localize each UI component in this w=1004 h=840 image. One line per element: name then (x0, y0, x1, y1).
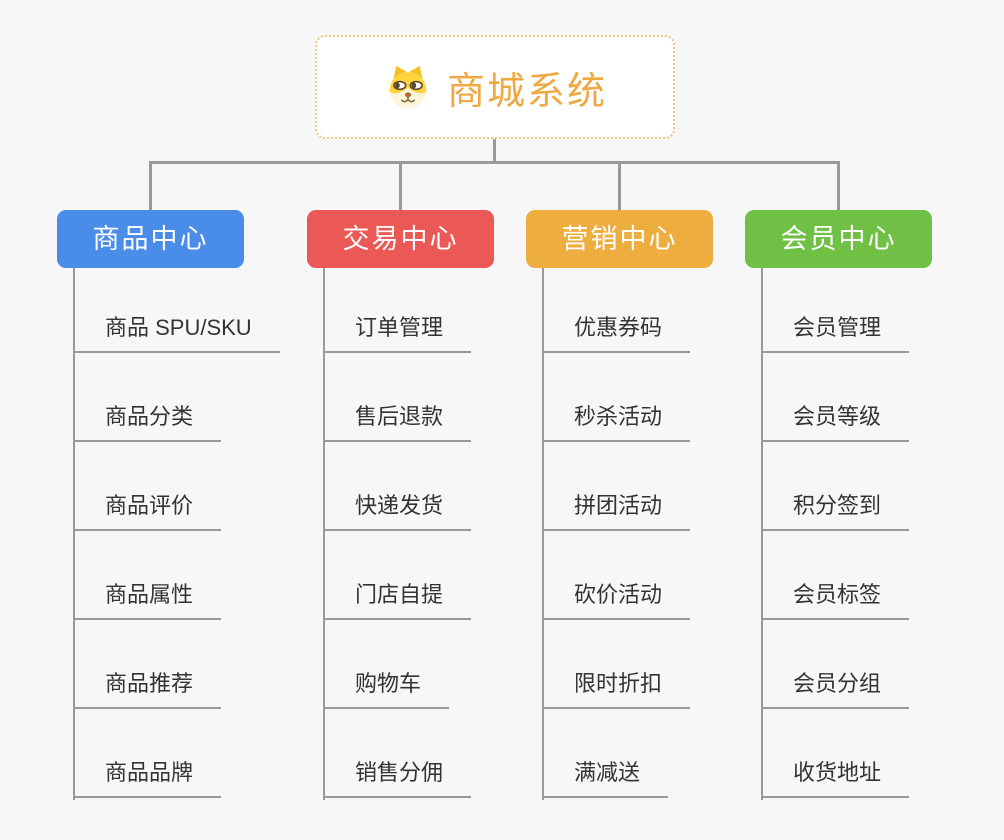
sub-item[interactable]: 商品 SPU/SKU (73, 313, 280, 353)
connector-branch-trunk (542, 268, 544, 800)
sub-item[interactable]: 售后退款 (323, 402, 472, 442)
connector-branch-drop (399, 161, 402, 210)
sub-item[interactable]: 商品评价 (73, 491, 222, 531)
root-node[interactable]: 商城系统 (315, 35, 675, 139)
sub-item[interactable]: 商品分类 (73, 402, 222, 442)
sub-item[interactable]: 收货地址 (761, 758, 910, 798)
branch-header-1[interactable]: 商品中心 (57, 210, 244, 268)
sub-item[interactable]: 商品推荐 (73, 669, 222, 709)
connector-root-stub (493, 139, 496, 164)
sub-item[interactable]: 砍价活动 (542, 580, 691, 620)
sub-item[interactable]: 商品属性 (73, 580, 222, 620)
connector-branch-drop (837, 161, 840, 210)
sub-item[interactable]: 会员等级 (761, 402, 910, 442)
sub-item[interactable]: 满减送 (542, 758, 669, 798)
connector-horizontal-bar (149, 161, 840, 164)
sub-item[interactable]: 订单管理 (323, 313, 472, 353)
connector-branch-drop (149, 161, 152, 210)
sub-item[interactable]: 积分签到 (761, 491, 910, 531)
sub-item[interactable]: 会员分组 (761, 669, 910, 709)
sub-item[interactable]: 优惠券码 (542, 313, 691, 353)
sub-item[interactable]: 购物车 (323, 669, 450, 709)
sub-item[interactable]: 会员标签 (761, 580, 910, 620)
sub-item[interactable]: 门店自提 (323, 580, 472, 620)
connector-branch-drop (618, 161, 621, 210)
connector-branch-trunk (73, 268, 75, 800)
sub-item[interactable]: 商品品牌 (73, 758, 222, 798)
sub-item[interactable]: 拼团活动 (542, 491, 691, 531)
branch-header-2[interactable]: 交易中心 (307, 210, 494, 268)
dog-icon (383, 62, 433, 112)
connector-branch-trunk (761, 268, 763, 800)
root-title: 商城系统 (446, 70, 607, 113)
sub-item[interactable]: 会员管理 (761, 313, 910, 353)
connector-branch-trunk (323, 268, 325, 800)
sub-item[interactable]: 销售分佣 (323, 758, 472, 798)
sub-item[interactable]: 快递发货 (323, 491, 472, 531)
sub-item[interactable]: 限时折扣 (542, 669, 691, 709)
branch-header-4[interactable]: 会员中心 (745, 210, 932, 268)
branch-header-3[interactable]: 营销中心 (526, 210, 713, 268)
sub-item[interactable]: 秒杀活动 (542, 402, 691, 442)
